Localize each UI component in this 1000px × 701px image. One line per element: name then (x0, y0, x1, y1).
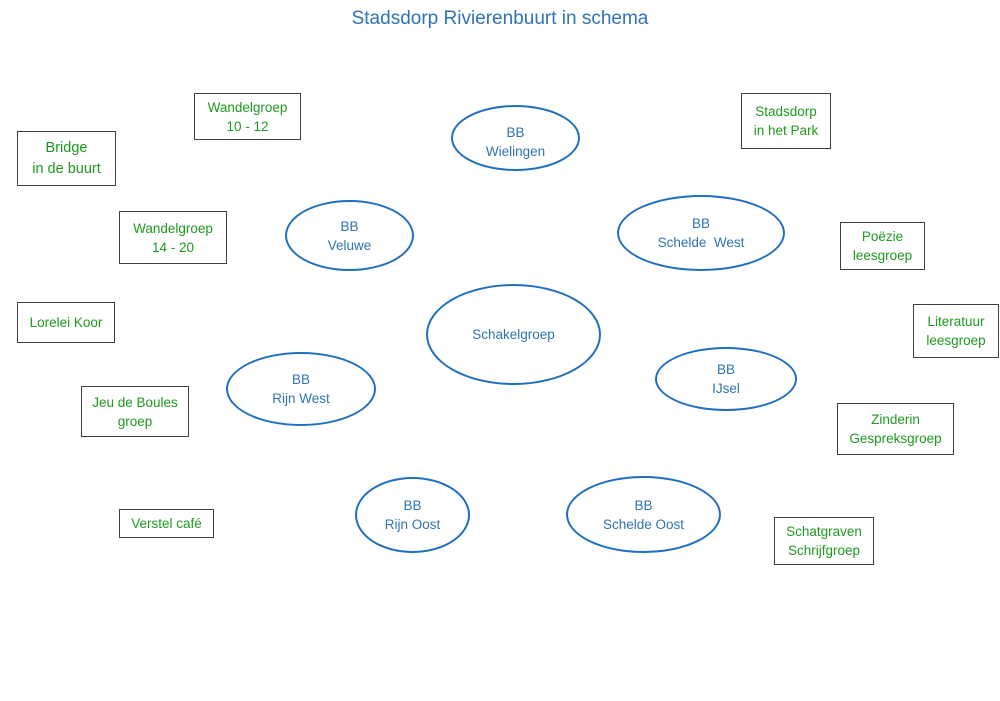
bb-schelde-west-line1: BB (691, 216, 710, 231)
bb-veluwe-line2: Veluwe (327, 237, 372, 253)
schakelgroep-label: Schakelgroep (472, 327, 555, 342)
schatgraven-line1: Schatgraven (786, 524, 862, 539)
bb-rijn-oost-line1: BB (403, 498, 422, 513)
bb-ijsel-line1: BB (716, 362, 735, 377)
bb-veluwe-line1: BB (340, 218, 359, 234)
bb-ijsel-ellipse: BB IJsel (655, 347, 797, 411)
wandelgroep-14-20-line2: 14 - 20 (151, 239, 195, 255)
bridge-line1: Bridge (45, 139, 88, 156)
bb-schelde-oost-line2: Schelde Oost (602, 516, 685, 532)
bb-rijn-oost-line2: Rijn Oost (384, 517, 441, 532)
poezie-leesgroep-line2: leesgroep (852, 248, 913, 263)
wandelgroep-10-12-box: Wandelgroep 10 - 12 (194, 93, 301, 140)
bb-rijn-west-line2: Rijn West (272, 391, 330, 406)
bb-rijn-oost-ellipse: BB Rijn Oost (355, 477, 470, 553)
lorelei-koor-box: Lorelei Koor (17, 302, 115, 343)
bb-rijn-west-ellipse: BB Rijn West (226, 352, 376, 426)
verstel-cafe-box: Verstel café (119, 509, 214, 538)
zinderin-box: Zinderin Gespreksgroep (837, 403, 954, 455)
bb-wielingen-ellipse: BB Wielingen (451, 105, 580, 171)
bb-schelde-west-line2: Schelde West (657, 235, 745, 250)
wandelgroep-14-20-line1: Wandelgroep (133, 220, 213, 236)
jeu-de-boules-line1: Jeu de Boules (92, 394, 178, 410)
poezie-leesgroep-line1: Poëzie (861, 229, 904, 244)
jeu-de-boules-line2: groep (117, 413, 153, 429)
bb-wielingen-line1: BB (506, 125, 525, 140)
bb-schelde-oost-line1: BB (634, 497, 653, 513)
bb-schelde-oost-ellipse: BB Schelde Oost (566, 476, 721, 553)
wandelgroep-10-12-line1: Wandelgroep (207, 99, 288, 115)
bb-ijsel-line2: IJsel (712, 381, 740, 396)
bb-schelde-west-ellipse: BB Schelde West (617, 195, 785, 271)
literatuur-leesgroep-box: Literatuur leesgroep (913, 304, 999, 358)
stadsdorp-park-box: Stadsdorp in het Park (741, 93, 831, 149)
bb-wielingen-line2: Wielingen (485, 144, 546, 159)
stadsdorp-park-line1: Stadsdorp (755, 104, 817, 119)
literatuur-leesgroep-line2: leesgroep (926, 333, 986, 348)
schatgraven-line2: Schrijfgroep (787, 543, 861, 558)
schatgraven-box: Schatgraven Schrijfgroep (774, 517, 874, 565)
lorelei-koor-line1: Lorelei Koor (29, 315, 103, 330)
zinderin-line2: Gespreksgroep (849, 431, 942, 446)
bridge-box: Bridge in de buurt (17, 131, 116, 186)
zinderin-line1: Zinderin (871, 412, 920, 427)
wandelgroep-10-12-line2: 10 - 12 (226, 118, 269, 134)
bb-veluwe-ellipse: BB Veluwe (285, 200, 414, 271)
page-title: Stadsdorp Rivierenbuurt in schema (351, 8, 649, 29)
poezie-leesgroep-box: Poëzie leesgroep (840, 222, 925, 270)
stadsdorp-park-line2: in het Park (753, 123, 819, 138)
wandelgroep-14-20-box: Wandelgroep 14 - 20 (119, 211, 227, 264)
bb-rijn-west-line1: BB (291, 372, 310, 387)
schakelgroep-ellipse: Schakelgroep (426, 284, 601, 385)
verstel-cafe-line1: Verstel café (131, 516, 202, 531)
literatuur-leesgroep-line1: Literatuur (927, 314, 985, 329)
bridge-line2: in de buurt (32, 160, 101, 177)
jeu-de-boules-box: Jeu de Boules groep (81, 386, 189, 437)
